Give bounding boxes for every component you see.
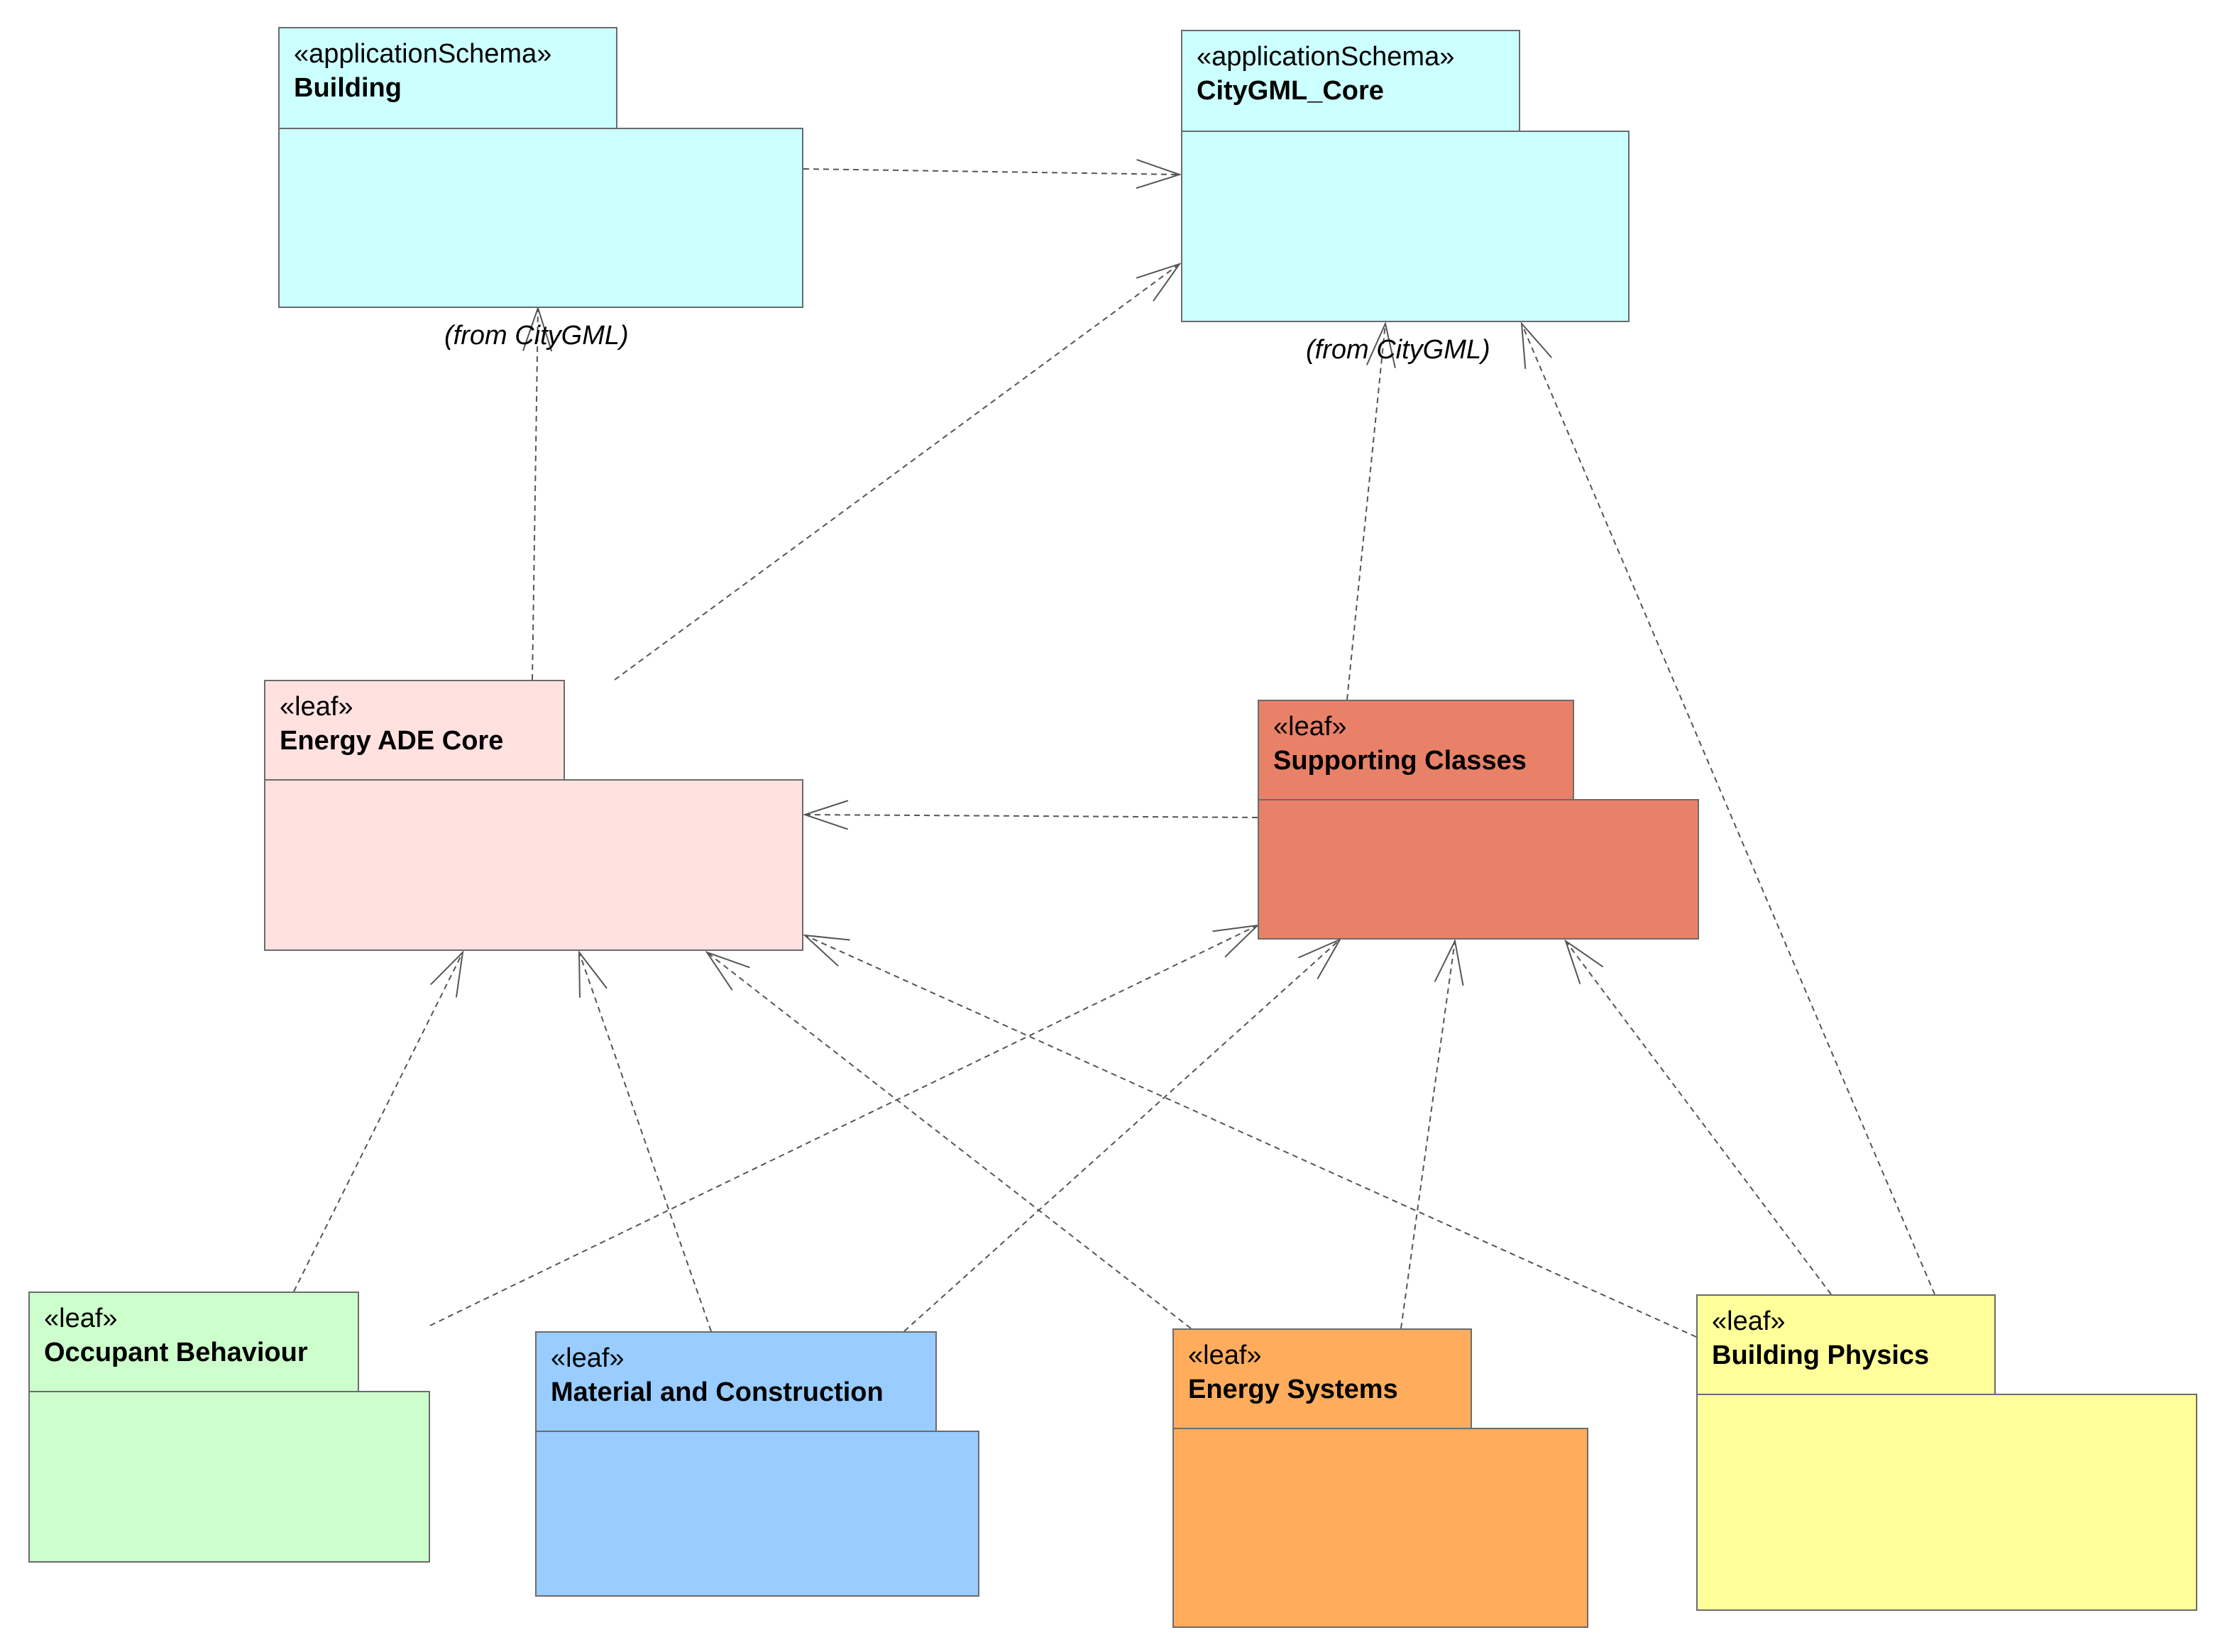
- arrowhead: [578, 949, 608, 998]
- package-citygml-core-stereotype: «applicationSchema»: [1197, 42, 1455, 72]
- dependency-building-to-citygml-core: [803, 159, 1182, 189]
- arrowhead: [1434, 938, 1464, 986]
- package-energy-ade-core-stereotype: «leaf»: [280, 692, 353, 722]
- dependency-energy-ade-core-to-building: [522, 305, 553, 681]
- package-energy-ade-core-name: Energy ADE Core: [280, 726, 504, 756]
- package-citygml-core-from-label: (from CityGML): [1306, 335, 1490, 365]
- package-building-body[interactable]: [278, 128, 803, 308]
- package-material-construction-name: Material and Construction: [551, 1377, 884, 1407]
- package-building-tab[interactable]: «applicationSchema» Building: [278, 27, 617, 129]
- dependency-building-physics-to-citygml-core: [1520, 321, 1935, 1295]
- package-supporting-classes-body[interactable]: [1258, 799, 1699, 940]
- dependency-building-physics-to-supporting-classes: [1564, 939, 1832, 1295]
- arrowhead: [430, 950, 464, 998]
- arrowhead: [803, 934, 850, 967]
- package-occupant-behaviour-stereotype: «leaf»: [44, 1304, 118, 1333]
- package-building-stereotype: «applicationSchema»: [294, 39, 552, 69]
- package-building-name: Building: [294, 73, 402, 103]
- arrowhead: [1564, 939, 1604, 984]
- package-building-physics-body[interactable]: [1696, 1394, 2197, 1611]
- dependency-energy-systems-to-supporting-classes: [1400, 938, 1464, 1329]
- package-supporting-classes-stereotype: «leaf»: [1273, 712, 1347, 742]
- package-supporting-classes-name: Supporting Classes: [1273, 746, 1527, 776]
- package-energy-systems-stereotype: «leaf»: [1188, 1340, 1262, 1370]
- package-energy-ade-core-body[interactable]: [264, 779, 803, 951]
- package-material-construction-body[interactable]: [535, 1431, 979, 1597]
- dependency-supporting-classes-to-citygml-core: [1346, 321, 1396, 700]
- arrowhead: [1212, 924, 1260, 958]
- arrowhead: [802, 800, 849, 830]
- dependency-energy-systems-to-energy-ade-core: [705, 951, 1192, 1329]
- package-building-from-label: (from CityGML): [444, 321, 629, 351]
- package-energy-systems-body[interactable]: [1172, 1428, 1588, 1628]
- package-occupant-behaviour-body[interactable]: [28, 1391, 430, 1563]
- dependency-occupant-behaviour-to-energy-ade-core: [293, 950, 464, 1292]
- dependency-material-construction-to-energy-ade-core: [578, 949, 712, 1332]
- package-energy-systems-name: Energy Systems: [1188, 1375, 1398, 1404]
- package-material-construction-stereotype: «leaf»: [551, 1343, 625, 1373]
- package-citygml-core-body[interactable]: [1181, 131, 1630, 322]
- arrowhead: [1297, 937, 1342, 980]
- package-citygml-core-tab[interactable]: «applicationSchema» CityGML_Core: [1181, 30, 1520, 132]
- package-supporting-classes-tab[interactable]: «leaf» Supporting Classes: [1258, 700, 1574, 800]
- package-energy-systems-tab[interactable]: «leaf» Energy Systems: [1172, 1328, 1472, 1429]
- package-building-physics-stereotype: «leaf»: [1712, 1306, 1786, 1336]
- package-occupant-behaviour-name: Occupant Behaviour: [44, 1338, 308, 1367]
- package-occupant-behaviour-tab[interactable]: «leaf» Occupant Behaviour: [28, 1292, 359, 1392]
- arrowhead: [1365, 321, 1396, 368]
- arrowhead: [1136, 159, 1182, 189]
- arrowhead: [705, 951, 750, 991]
- arrowhead: [1520, 321, 1553, 369]
- dependency-building-physics-to-energy-ade-core: [803, 934, 1697, 1338]
- package-energy-ade-core-tab[interactable]: «leaf» Energy ADE Core: [264, 680, 565, 781]
- dependency-supporting-classes-to-energy-ade-core: [802, 800, 1258, 830]
- dependency-material-construction-to-supporting-classes: [903, 937, 1342, 1332]
- package-building-physics-name: Building Physics: [1712, 1340, 1930, 1370]
- package-material-construction-tab[interactable]: «leaf» Material and Construction: [535, 1331, 937, 1432]
- arrowhead: [522, 305, 553, 352]
- package-citygml-core-name: CityGML_Core: [1197, 76, 1384, 106]
- package-building-physics-tab[interactable]: «leaf» Building Physics: [1696, 1294, 1996, 1395]
- dependency-energy-ade-core-to-citygml-core: [614, 263, 1182, 681]
- arrowhead: [1136, 263, 1182, 302]
